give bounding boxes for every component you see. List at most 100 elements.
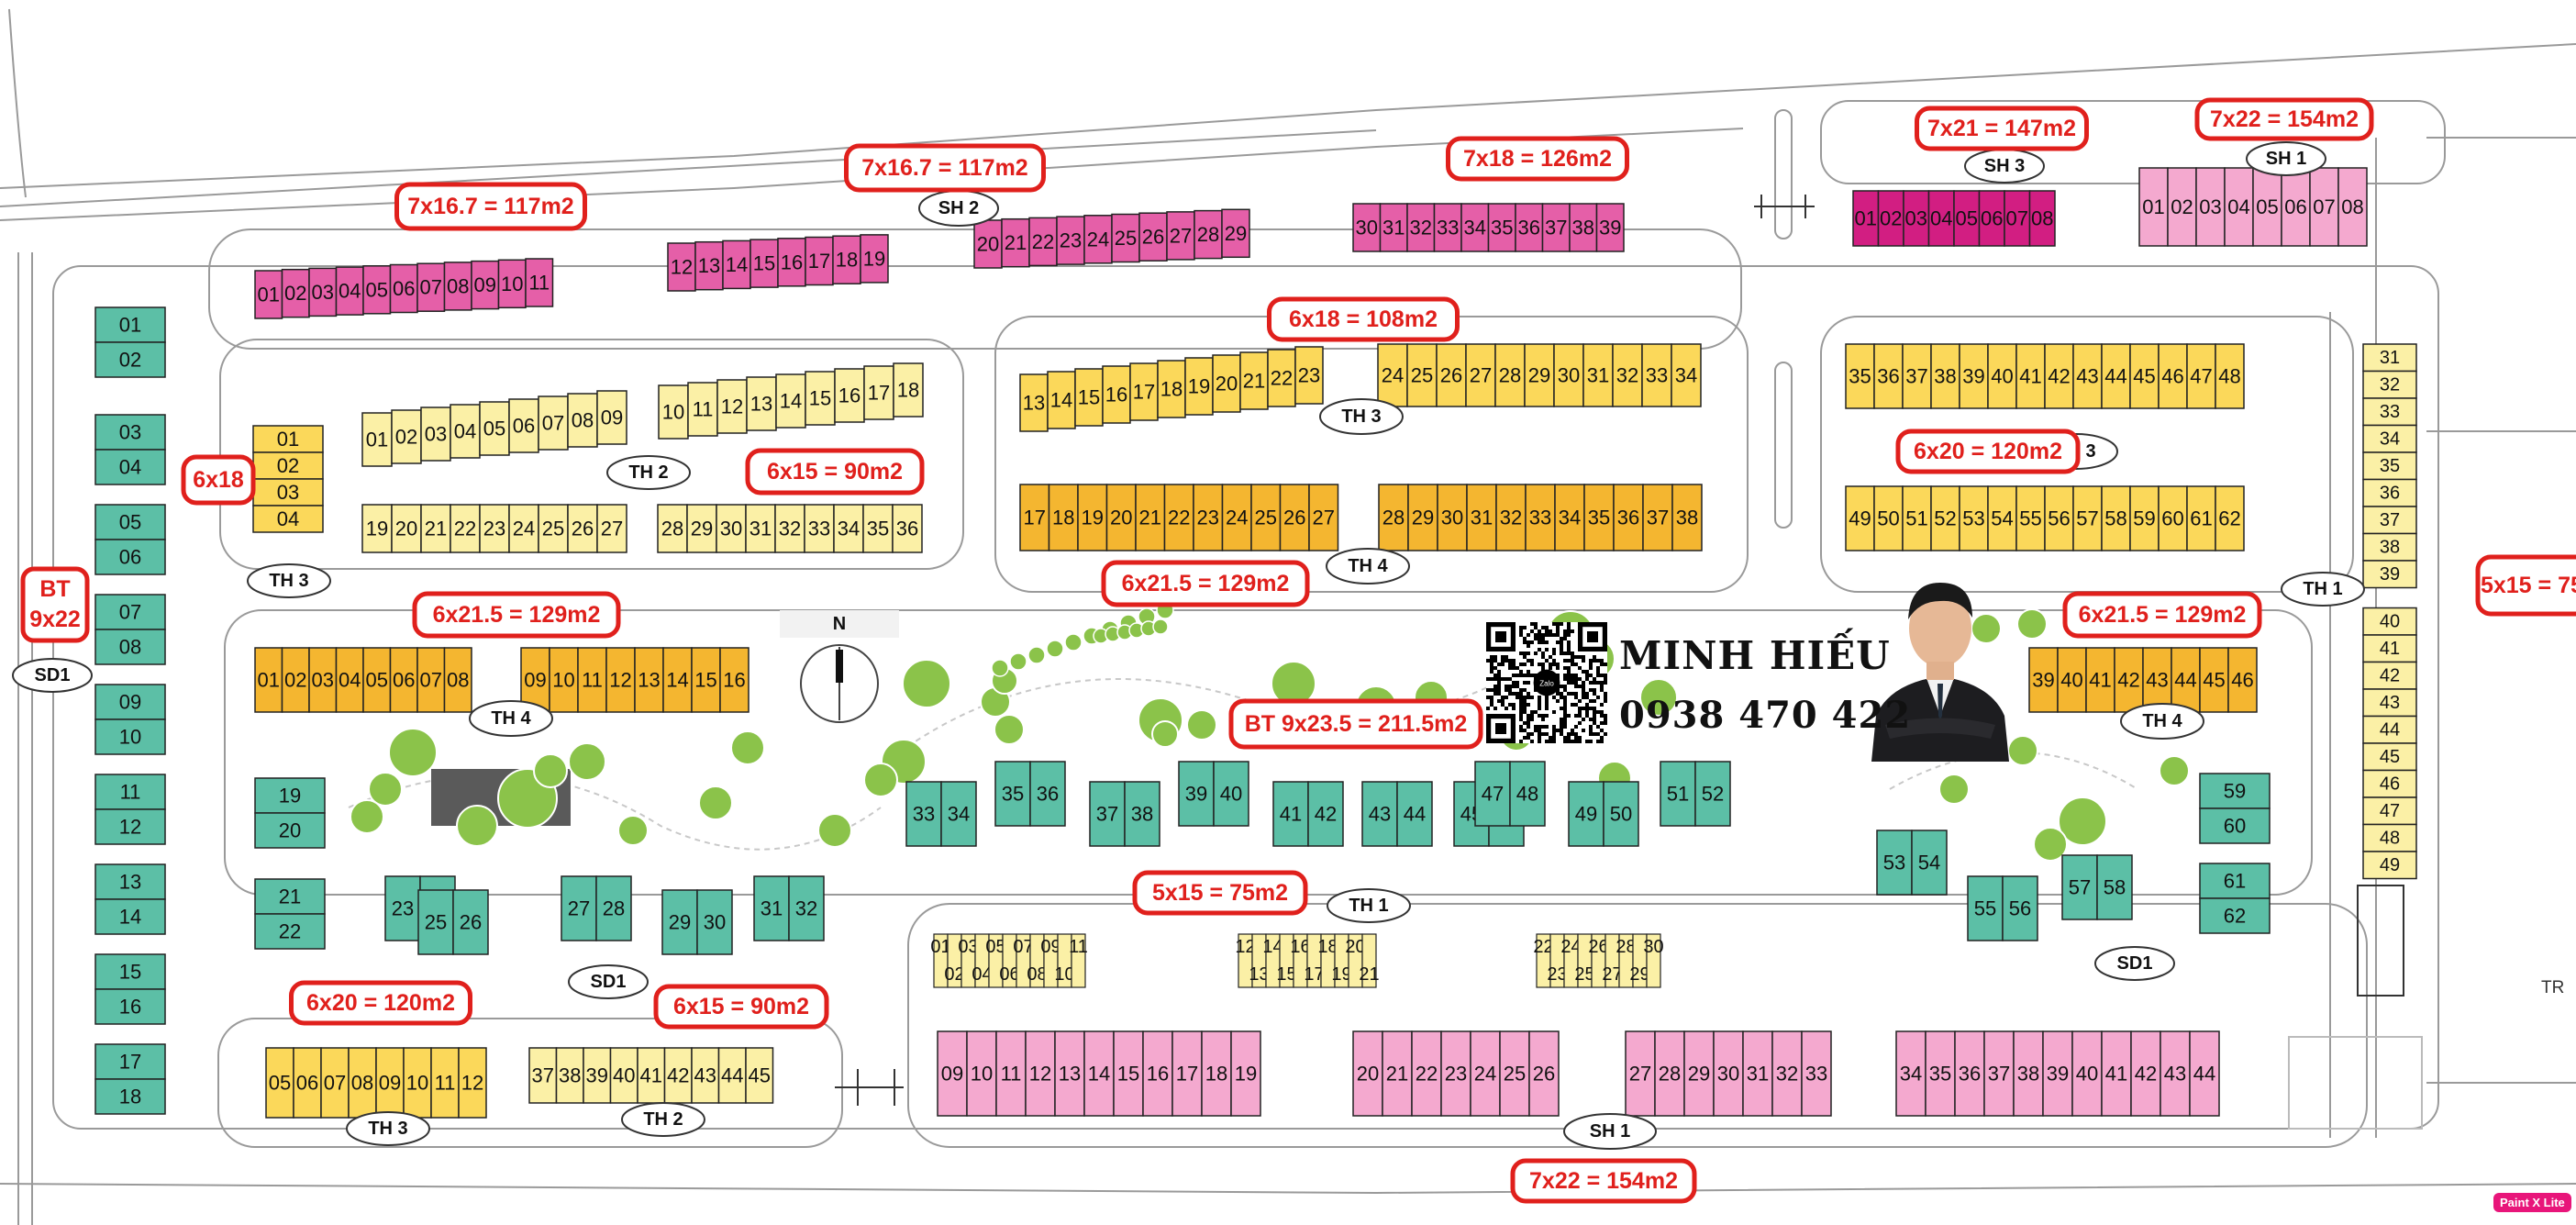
zone-label-sd1-center[interactable]: SD1 (568, 964, 649, 999)
lot-56[interactable]: 56 (2002, 875, 2038, 941)
lot-29[interactable]: 29 (686, 504, 717, 553)
lot-27[interactable]: 27 (1308, 484, 1339, 551)
lot-19[interactable]: 19 (1230, 1030, 1261, 1117)
lot-13[interactable]: 13 (746, 376, 777, 431)
lot-04[interactable]: 04 (450, 404, 481, 459)
lot-35[interactable]: 35 (1583, 484, 1615, 551)
lot-33[interactable]: 33 (905, 781, 942, 847)
lot-44[interactable]: 44 (2189, 1030, 2220, 1117)
lot-16[interactable]: 16 (1142, 1030, 1173, 1117)
zone-label-sd1-right[interactable]: SD1 (2094, 946, 2175, 981)
lot-19[interactable]: 19 (361, 504, 393, 553)
lot-12[interactable]: 12 (667, 242, 696, 292)
lot-39[interactable]: 39 (2042, 1030, 2073, 1117)
lot-51[interactable]: 51 (1660, 761, 1696, 827)
lot-37[interactable]: 37 (528, 1047, 558, 1104)
lot-21[interactable]: 21 (420, 504, 451, 553)
lot-31[interactable]: 31 (745, 504, 776, 553)
lot-20[interactable]: 20 (1105, 484, 1137, 551)
lot-35[interactable]: 35 (2362, 451, 2417, 481)
lot-29[interactable]: 29 (1683, 1030, 1715, 1117)
lot-01[interactable]: 01 (94, 306, 166, 343)
lot-55[interactable]: 55 (2015, 485, 2046, 551)
lot-26[interactable]: 26 (1138, 212, 1168, 262)
lot-34[interactable]: 34 (1895, 1030, 1926, 1117)
lot-11[interactable]: 11 (687, 382, 718, 437)
lot-62[interactable]: 62 (2215, 485, 2245, 551)
lot-16[interactable]: 16 (94, 988, 166, 1025)
lot-43[interactable]: 43 (2160, 1030, 2191, 1117)
lot-14[interactable]: 14 (775, 373, 806, 429)
lot-02[interactable]: 02 (281, 268, 310, 318)
lot-19[interactable]: 19 (254, 777, 326, 814)
lot-10[interactable]: 10 (966, 1030, 997, 1117)
lot-38[interactable]: 38 (1124, 781, 1160, 847)
lot-42[interactable]: 42 (2044, 343, 2074, 409)
lot-02[interactable]: 02 (391, 409, 422, 464)
qr-code[interactable]: Zalo (1486, 622, 1607, 743)
lot-49[interactable]: 49 (2362, 851, 2417, 880)
lot-25[interactable]: 25 (1111, 213, 1140, 263)
lot-25[interactable]: 25 (417, 889, 454, 955)
zone-label-th4-left[interactable]: TH 4 (469, 700, 553, 737)
lot-40[interactable]: 40 (1213, 761, 1249, 827)
lot-51[interactable]: 51 (1902, 485, 1932, 551)
lot-09[interactable]: 09 (94, 684, 166, 720)
lot-17[interactable]: 17 (94, 1043, 166, 1080)
lot-15[interactable]: 15 (749, 239, 779, 288)
lot-44[interactable]: 44 (2362, 715, 2417, 744)
lot-55[interactable]: 55 (1967, 875, 2004, 941)
lot-04[interactable]: 04 (252, 505, 324, 533)
lot-26[interactable]: 26 (1279, 484, 1310, 551)
lot-23[interactable]: 23 (1440, 1030, 1471, 1117)
lot-33[interactable]: 33 (1525, 484, 1556, 551)
lot-09[interactable]: 09 (375, 1047, 405, 1119)
lot-24[interactable]: 24 (1083, 215, 1113, 264)
lot-23[interactable]: 23 (384, 875, 421, 941)
lot-07[interactable]: 07 (94, 594, 166, 630)
lot-10[interactable]: 10 (94, 718, 166, 755)
lot-33[interactable]: 33 (2362, 397, 2417, 427)
zone-label-sd1-left[interactable]: SD1 (12, 658, 93, 693)
lot-02[interactable]: 02 (2167, 167, 2197, 247)
lot-06[interactable]: 06 (389, 647, 418, 713)
lot-42[interactable]: 42 (2130, 1030, 2161, 1117)
lot-34[interactable]: 34 (1460, 203, 1490, 252)
lot-31[interactable]: 31 (1466, 484, 1497, 551)
lot-15[interactable]: 15 (1074, 368, 1104, 427)
lot-38[interactable]: 38 (2013, 1030, 2044, 1117)
lot-22[interactable]: 22 (254, 913, 326, 950)
lot-10[interactable]: 10 (658, 384, 689, 440)
lot-48[interactable]: 48 (2215, 343, 2245, 409)
lot-08[interactable]: 08 (567, 393, 598, 448)
lot-32[interactable]: 32 (1612, 343, 1643, 407)
lot-22[interactable]: 22 (450, 504, 481, 553)
lot-20[interactable]: 20 (254, 812, 326, 849)
lot-10[interactable]: 10 (549, 647, 579, 713)
lot-09[interactable]: 09 (596, 390, 627, 445)
lot-26[interactable]: 26 (1528, 1030, 1560, 1117)
lot-13[interactable]: 13 (694, 240, 724, 291)
lot-59[interactable]: 59 (2129, 485, 2160, 551)
lot-25[interactable]: 25 (1499, 1030, 1530, 1117)
lot-41[interactable]: 41 (1272, 781, 1309, 847)
lot-22[interactable]: 22 (1028, 217, 1058, 267)
zone-label-th3-left[interactable]: TH 3 (247, 563, 331, 598)
lot-20[interactable]: 20 (391, 504, 422, 553)
lot-53[interactable]: 53 (1876, 830, 1913, 896)
lot-28[interactable]: 28 (595, 875, 632, 941)
lot-28[interactable]: 28 (1654, 1030, 1685, 1117)
lot-02[interactable]: 02 (281, 647, 310, 713)
lot-46[interactable]: 46 (2362, 769, 2417, 798)
lot-12[interactable]: 12 (1025, 1030, 1056, 1117)
lot-32[interactable]: 32 (774, 504, 805, 553)
lot-38[interactable]: 38 (2362, 532, 2417, 562)
lot-16[interactable]: 16 (1102, 365, 1131, 424)
lot-48[interactable]: 48 (1509, 761, 1546, 827)
lot-22[interactable]: 22 (1163, 484, 1194, 551)
lot-36[interactable]: 36 (2362, 478, 2417, 507)
lot-05[interactable]: 05 (1953, 190, 1981, 247)
lot-36[interactable]: 36 (1954, 1030, 1985, 1117)
lot-57[interactable]: 57 (2072, 485, 2103, 551)
lot-31[interactable]: 31 (1742, 1030, 1773, 1117)
